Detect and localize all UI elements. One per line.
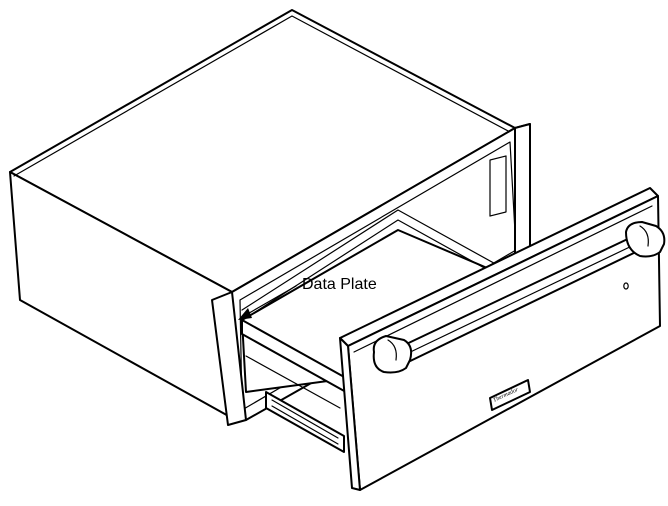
drawer-slide-rail-detail — [271, 399, 339, 439]
handle-right-cap — [625, 221, 666, 258]
drawer-back-rail — [241, 209, 511, 311]
handle-bar-highlight — [401, 243, 637, 357]
drawer-box — [241, 209, 521, 453]
callout-arrowhead — [238, 308, 252, 320]
data-plate-callout: Data Plate — [238, 276, 377, 320]
drawer-rim — [245, 355, 341, 409]
drawer-front-bevel — [353, 205, 653, 353]
drawer-back-rail-inner — [245, 219, 507, 319]
drawer-handle — [372, 221, 666, 374]
drawer-slide-rail-detail-2 — [271, 405, 339, 445]
cabinet-right-flange — [514, 123, 531, 263]
handle-left-cap-detail — [387, 339, 397, 361]
callout-leader-line — [243, 285, 297, 317]
drawer-slide-rail — [265, 391, 345, 453]
indicator-light — [623, 282, 629, 290]
handle-right-cap-detail — [639, 225, 649, 247]
brand-badge-plate — [489, 379, 531, 411]
cabinet-top-edge — [13, 15, 511, 177]
cabinet-left-flange — [211, 291, 247, 426]
handle-left-cap — [372, 335, 413, 374]
callout-label: Data Plate — [302, 276, 377, 293]
drawer-front-side — [339, 337, 361, 491]
cabinet-vent-slot — [489, 155, 507, 217]
